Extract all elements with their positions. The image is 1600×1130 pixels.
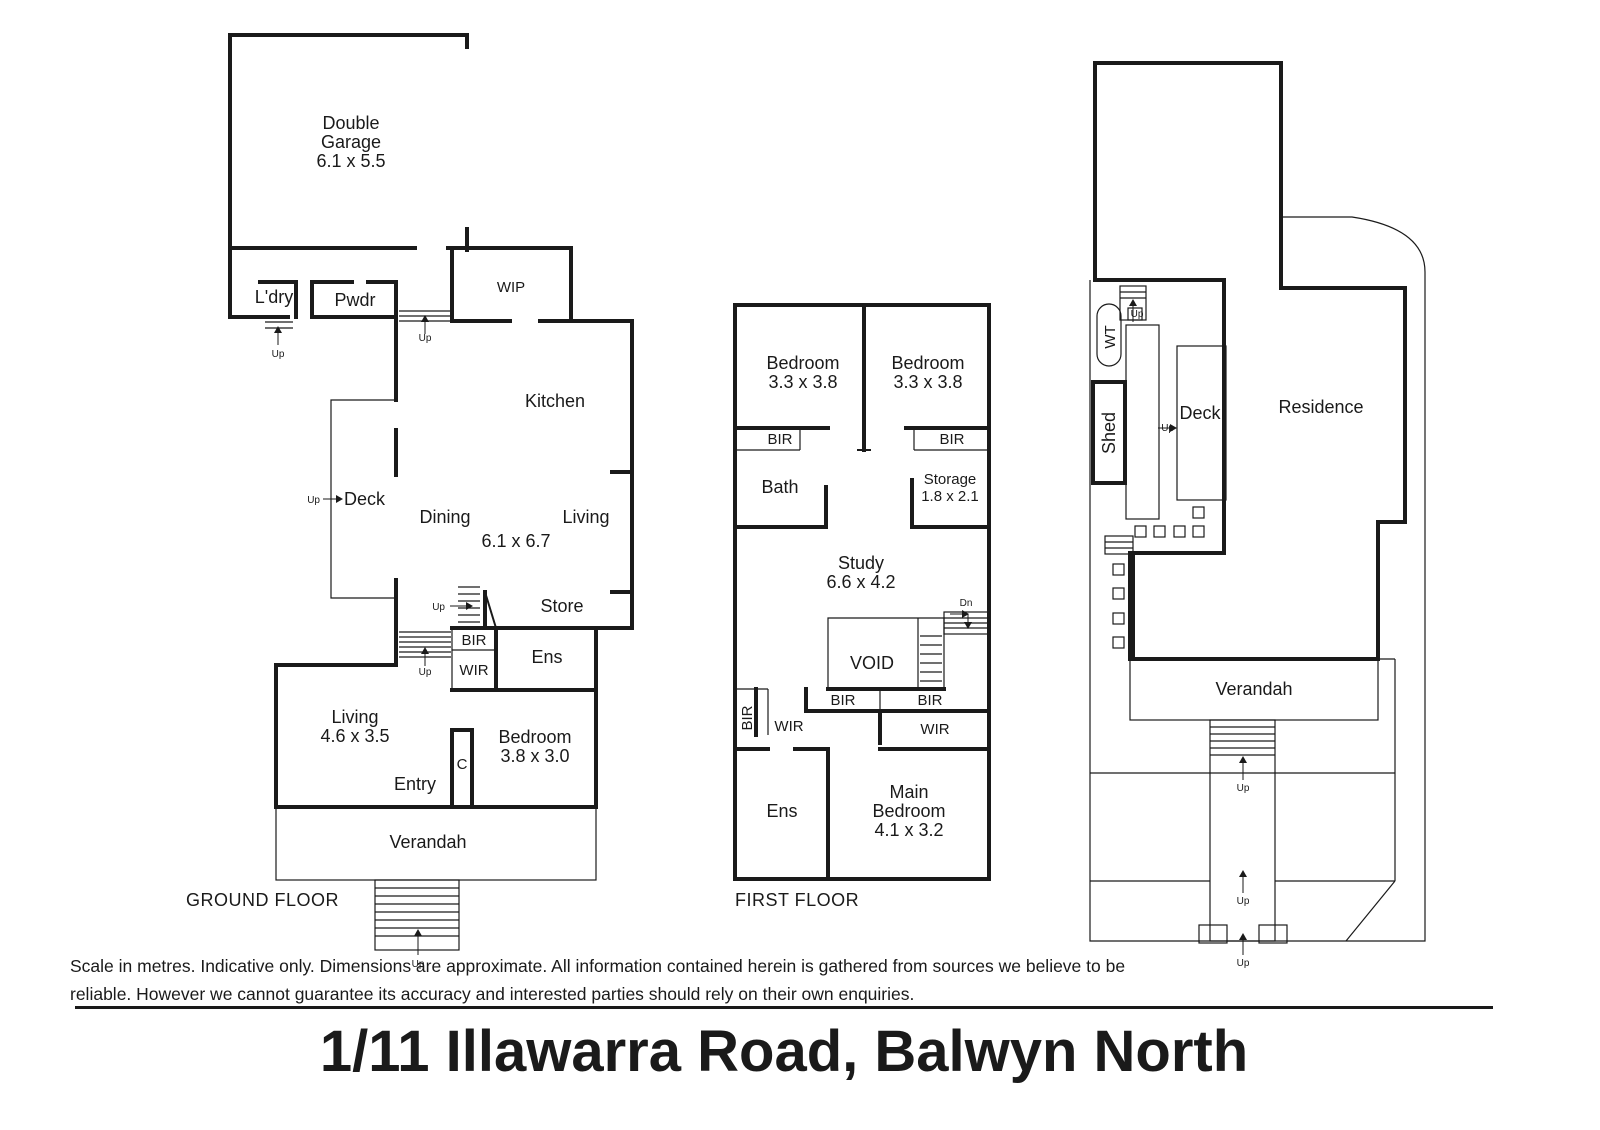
first-ens-label: Ens <box>766 801 797 821</box>
void-label: VOID <box>850 653 894 673</box>
first-floor-label: FIRST FLOOR <box>735 890 859 910</box>
up-label: Up <box>419 667 432 678</box>
storage-dims: 1.8 x 2.1 <box>921 488 979 505</box>
first-floor-plan: Bedroom 3.3 x 3.8 Bedroom 3.3 x 3.8 BIR … <box>733 303 991 910</box>
up-label: Up <box>307 495 320 506</box>
bedroom2-dims: 3.3 x 3.8 <box>893 372 962 392</box>
garage-label-line2: Garage <box>321 132 381 152</box>
study-dims: 6.6 x 4.2 <box>826 572 895 592</box>
living-main-label: Living <box>562 507 609 527</box>
up-label: Up <box>1131 309 1144 320</box>
bedroom1-dims: 3.3 x 3.8 <box>768 372 837 392</box>
kitchen-label: Kitchen <box>525 391 585 411</box>
bedroom2-label: Bedroom <box>891 353 964 373</box>
living-main-dims: 6.1 x 6.7 <box>481 531 550 551</box>
bedroom1-label: Bedroom <box>766 353 839 373</box>
cupboard-label: C <box>457 756 468 773</box>
divider-rule <box>75 1006 1493 1009</box>
ground-ens-label: Ens <box>531 647 562 667</box>
study-label: Study <box>838 553 884 573</box>
powder-label: Pwdr <box>334 290 375 310</box>
shed-label: Shed <box>1099 412 1119 454</box>
living2-dims: 4.6 x 3.5 <box>320 726 389 746</box>
entry-label: Entry <box>394 774 436 794</box>
ground-bir-label: BIR <box>461 632 486 649</box>
up-label: Up <box>432 602 445 613</box>
main-bedroom-dims: 4.1 x 3.2 <box>874 820 943 840</box>
up-label: Up <box>1237 896 1250 907</box>
ground-bedroom-dims: 3.8 x 3.0 <box>500 746 569 766</box>
ground-floor-label: GROUND FLOOR <box>186 890 339 910</box>
disclaimer-text: Scale in metres. Indicative only. Dimens… <box>70 956 1126 1004</box>
main-bedroom-label-line2: Bedroom <box>872 801 945 821</box>
bir-label: BIR <box>830 692 855 709</box>
up-label: Up <box>272 349 285 360</box>
ground-wir-label: WIR <box>459 662 488 679</box>
ground-floor-plan: Double Garage 6.1 x 5.5 L'dry Pwdr WIP K… <box>186 33 634 970</box>
garage-label: Double <box>322 113 379 133</box>
bir-label: BIR <box>917 692 942 709</box>
property-address: 1/11 Illawarra Road, Balwyn North <box>319 1019 1249 1084</box>
site-plan: WT Shed Deck Residence Verandah Up Up Up… <box>1089 61 1426 969</box>
site-deck-label: Deck <box>1179 403 1221 423</box>
up-label: Up <box>412 959 425 970</box>
residence-label: Residence <box>1278 397 1363 417</box>
deck-label: Deck <box>344 489 386 509</box>
main-bedroom-label: Main <box>889 782 928 802</box>
down-label: Dn <box>960 598 973 609</box>
bir-label: BIR <box>939 431 964 448</box>
bath-label: Bath <box>761 477 798 497</box>
store-label: Store <box>540 596 583 616</box>
living2-label: Living <box>331 707 378 727</box>
water-tank-label: WT <box>1102 325 1119 348</box>
up-label: Up <box>419 333 432 344</box>
ground-bedroom-label: Bedroom <box>498 727 571 747</box>
up-label: Up <box>1237 783 1250 794</box>
wir-label: WIR <box>920 721 949 738</box>
site-verandah-label: Verandah <box>1215 679 1292 699</box>
up-label: Up <box>1161 423 1174 434</box>
wir-label: WIR <box>774 718 803 735</box>
bir-label-vertical: BIR <box>739 705 756 730</box>
bir-label: BIR <box>767 431 792 448</box>
laundry-label: L'dry <box>255 287 293 307</box>
ground-verandah-label: Verandah <box>389 832 466 852</box>
wip-label: WIP <box>497 279 525 296</box>
storage-label: Storage <box>924 471 977 488</box>
garage-dims: 6.1 x 5.5 <box>316 151 385 171</box>
up-label: Up <box>1237 958 1250 969</box>
dining-label: Dining <box>419 507 470 527</box>
